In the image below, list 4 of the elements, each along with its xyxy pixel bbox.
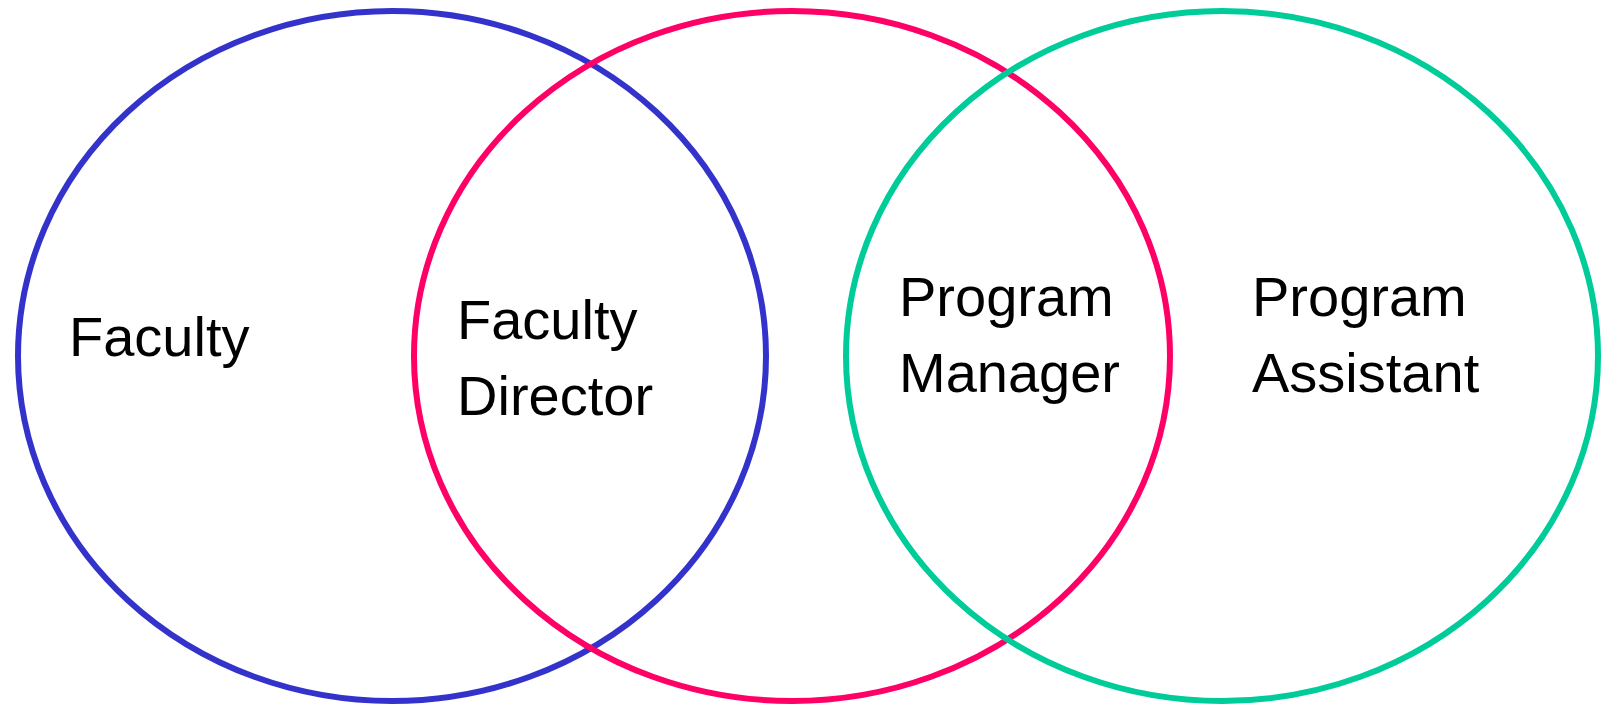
set-label: Program Manager xyxy=(899,264,1122,406)
set-label: Faculty Director xyxy=(457,287,655,429)
set-label: Program Assistant xyxy=(1252,264,1481,406)
set-label: Faculty xyxy=(69,304,251,370)
